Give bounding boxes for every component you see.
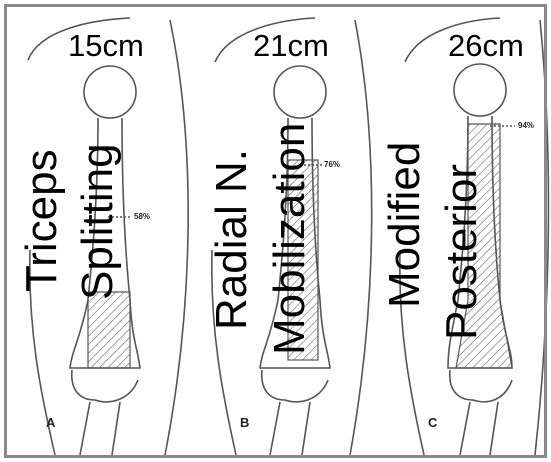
panel-b-length-label: 21cm	[253, 30, 329, 61]
panel-c-percent-label: 94%	[518, 122, 534, 130]
panel-b-approach-line2: Mobilization	[268, 123, 312, 355]
panel-b-approach-line1: Radial N.	[210, 149, 254, 330]
panel-a-letter: A	[46, 416, 55, 429]
panel-c-approach-line1: Modified	[383, 142, 427, 308]
panel-c-letter: C	[428, 416, 437, 429]
panel-c-length-label: 26cm	[448, 30, 524, 61]
panel-a-length-label: 15cm	[68, 30, 144, 61]
panel-a-percent-label: 58%	[134, 213, 150, 221]
panel-b-percent-label: 76%	[324, 161, 340, 169]
panel-b-letter: B	[240, 416, 249, 429]
panel-c-approach-line2: Posterior	[440, 164, 484, 340]
panel-a-approach-line1: Triceps	[20, 149, 64, 292]
panel-a-approach-line2: Splitting	[76, 143, 120, 300]
